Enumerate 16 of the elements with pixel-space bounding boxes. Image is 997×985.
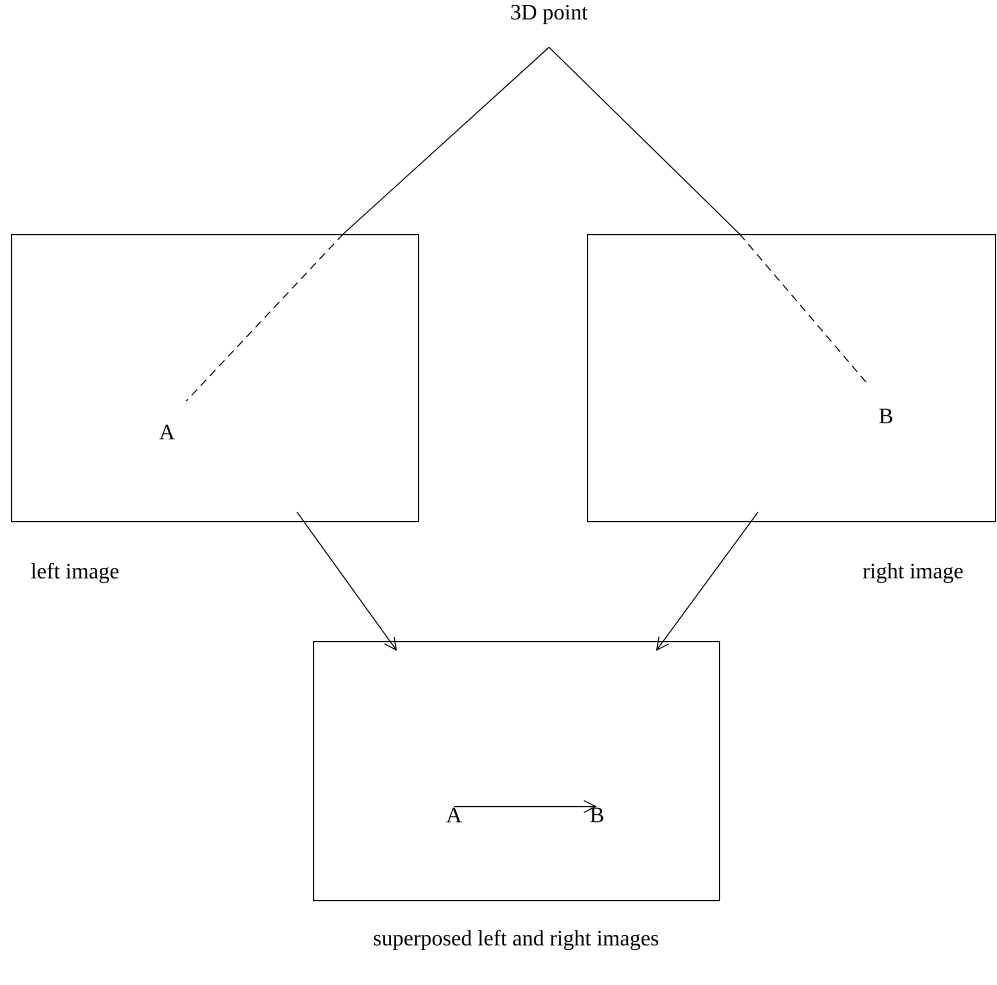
point-label: B — [879, 408, 892, 424]
arrow — [296, 512, 397, 651]
image-label: right image — [863, 563, 963, 583]
image-label: left image — [31, 562, 119, 584]
arrow — [656, 512, 758, 651]
point-label: A — [446, 808, 462, 822]
projection-line — [186, 46, 550, 402]
image-frame — [11, 234, 420, 522]
arrow — [454, 800, 597, 814]
point-label: A — [159, 424, 175, 440]
projection-line — [548, 46, 868, 385]
image-frame — [587, 234, 996, 522]
point-label: 3D point — [511, 4, 588, 24]
image-label: superposed left and right images — [374, 930, 658, 950]
point-label: B — [590, 808, 604, 822]
image-frame — [313, 641, 720, 902]
